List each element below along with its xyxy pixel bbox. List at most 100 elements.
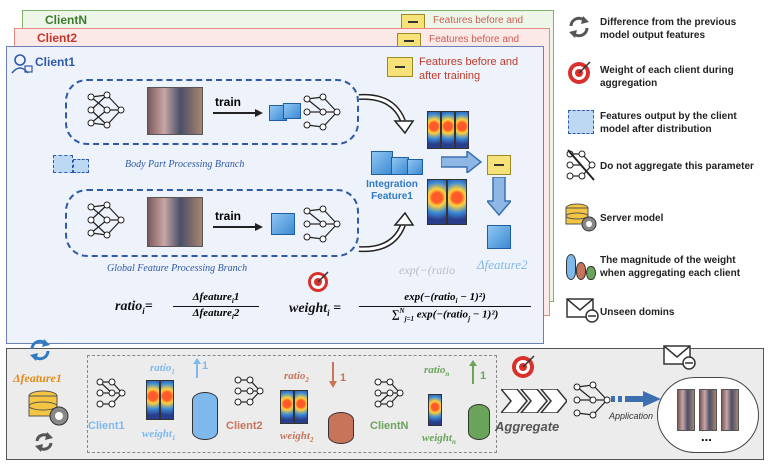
client1-title: Client1 (35, 55, 76, 69)
heatmap (160, 380, 174, 420)
weight2-label: weight2 (280, 430, 314, 445)
client2-note: Features before and (429, 34, 520, 45)
network-icon (303, 93, 341, 131)
ratio2-label: ratio2 (284, 370, 309, 385)
integration-cube (371, 151, 393, 175)
delta-feature1: Δfeature1 (13, 371, 62, 385)
train-label: train (215, 209, 242, 223)
mail-icon (566, 298, 599, 323)
integration-label: Integration Feature1 (366, 179, 418, 202)
ratio-fraction: Δfeaturei1 Δfeaturei2 (173, 291, 259, 321)
network-icon (573, 381, 611, 419)
feature-note-icon (387, 57, 413, 77)
heatmap (427, 179, 447, 225)
weight1-label: weight1 (142, 428, 176, 443)
weight-formula: weighti = (289, 301, 342, 318)
server-icon (28, 390, 69, 426)
body-branch-label: Body Part Processing Branch (125, 159, 245, 170)
ellipsis: ... (701, 429, 712, 444)
chevron-arrows-icon (501, 389, 567, 413)
refresh-icon (30, 339, 50, 361)
heatmap (441, 111, 455, 149)
target-icon (568, 61, 591, 84)
delta-feature2: Δfeature2 (477, 257, 528, 272)
target-icon (308, 271, 329, 292)
clientN-note: Features before and (433, 15, 524, 26)
up-value: 1 (480, 370, 487, 382)
down-arrow-icon (487, 177, 511, 217)
cube-icon (568, 110, 594, 134)
feature-cube (271, 213, 295, 235)
curved-arrow-icon (358, 211, 415, 253)
network-icon (374, 378, 404, 408)
ghost-formula: exp(−(ratio (399, 263, 456, 277)
network-icon (303, 205, 341, 243)
up-arrow-icon (469, 360, 477, 384)
aggregate-label: Aggregate (495, 419, 560, 434)
feature-cube (283, 103, 301, 119)
up-value: 1 (202, 360, 209, 372)
client2-label: Client2 (226, 420, 263, 432)
feature-note-icon (487, 155, 511, 175)
ration-label: ration (424, 364, 450, 379)
heatmap (428, 394, 442, 426)
network-icon (96, 378, 126, 408)
aggregation-panel: Δfeature1 Client1 ratio1 1 weight1 Clien… (6, 339, 764, 460)
train-label: train (215, 95, 242, 109)
clientN-label: ClientN (370, 420, 409, 432)
split-cube-icon (53, 155, 73, 173)
unseen-image (699, 389, 717, 431)
unseen-image (721, 389, 739, 431)
target-icon (512, 355, 535, 378)
weight2-cylinder (328, 412, 354, 444)
down-arrow-icon (329, 362, 337, 388)
heatmap (280, 390, 294, 424)
arrow-icon (213, 223, 263, 231)
network-icon (87, 91, 125, 129)
feature-cube (487, 225, 511, 249)
up-arrow-icon (193, 358, 201, 378)
weight1-cylinder (192, 392, 218, 440)
network-icon (87, 201, 125, 239)
global-branch-label: Global Feature Processing Branch (107, 263, 248, 274)
ratio1-label: ratio1 (150, 362, 175, 377)
legend-text: Server model (600, 213, 664, 224)
client-weights-box: Client1 ratio1 1 weight1 Client2 ratio2 … (87, 355, 497, 453)
global-branch-box (65, 189, 359, 257)
right-arrow-icon (441, 151, 483, 173)
client2-title: Client2 (37, 31, 78, 45)
application-arrow-icon (611, 391, 661, 407)
integration-cube (407, 159, 423, 175)
application-label: Application (609, 411, 654, 421)
heatmap (146, 380, 160, 420)
network-icon (234, 376, 264, 406)
weightn-label: weightn (422, 432, 456, 447)
mail-icon (663, 345, 696, 370)
curved-arrow-icon (358, 93, 415, 135)
heatmap (447, 179, 467, 225)
network-crossed-icon (566, 149, 596, 181)
clientN-title: ClientN (45, 13, 87, 27)
heatmap (455, 111, 469, 149)
split-cube-icon (73, 159, 89, 173)
weight-fraction: exp(−(ratioi − 1)²) ∑Nj=1 exp(−(ratioj −… (359, 291, 531, 323)
global-images (147, 197, 203, 247)
heatmap (294, 390, 308, 424)
server-icon (565, 203, 597, 232)
user-icon (11, 54, 33, 74)
legend-text: Do not aggregate this parameter (600, 161, 754, 172)
arrow-icon (213, 109, 263, 117)
down-value: 1 (340, 372, 347, 384)
ratio-formula: ratioi= (115, 299, 153, 316)
refresh-icon (569, 16, 589, 38)
weightn-cylinder (468, 404, 490, 440)
client1-label: Client1 (88, 420, 125, 432)
cylinder-icon (566, 252, 596, 280)
feature-note: Features before and after training (419, 56, 519, 82)
refresh-icon (35, 432, 53, 452)
client1-card: Client1 Features before and after traini… (6, 46, 544, 344)
